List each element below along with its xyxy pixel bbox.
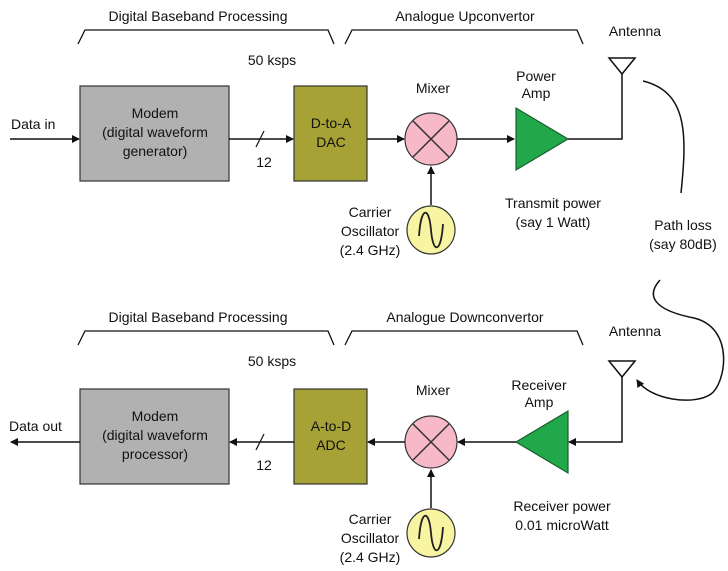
rx-oscillator-label-line-2: Oscillator bbox=[341, 530, 400, 546]
rx-analogue-brace bbox=[344, 330, 584, 346]
receiver-chain: Digital Baseband Processing Analogue Dow… bbox=[9, 309, 661, 565]
transmit-power-label-line-1: Transmit power bbox=[505, 195, 601, 211]
adc-title: A-to-D bbox=[311, 418, 351, 434]
tx-mixer-symbol bbox=[404, 112, 458, 166]
rx-modem-block bbox=[79, 388, 230, 485]
adc-block bbox=[293, 388, 368, 485]
rx-mixer-label: Mixer bbox=[416, 382, 451, 398]
rx-bus-slash bbox=[255, 433, 265, 451]
rx-antenna-icon bbox=[607, 360, 637, 379]
power-amp-label-line-1: Power bbox=[516, 68, 556, 84]
rx-bus-width: 12 bbox=[256, 457, 272, 473]
tx-digital-brace bbox=[77, 29, 335, 45]
receiver-amp-label-line-2: Amp bbox=[525, 394, 554, 410]
tx-analogue-brace bbox=[344, 29, 584, 45]
path-loss-curve-upper bbox=[642, 80, 685, 194]
tx-antenna-feed bbox=[568, 74, 623, 140]
rx-mixer-symbol bbox=[404, 415, 458, 469]
transmit-power-label-line-2: (say 1 Watt) bbox=[516, 214, 591, 230]
rx-analogue-section-label: Analogue Downconvertor bbox=[386, 309, 544, 325]
tx-modem-title: Modem bbox=[132, 105, 179, 121]
tx-oscillator-label-line-3: (2.4 GHz) bbox=[340, 242, 401, 258]
receiver-amp-label-line-1: Receiver bbox=[511, 377, 567, 393]
tx-analogue-section-label: Analogue Upconvertor bbox=[395, 8, 535, 24]
path-loss-label-line-1: Path loss bbox=[654, 217, 712, 233]
tx-modem-line-3: generator) bbox=[123, 143, 188, 159]
path-loss-label-line-2: (say 80dB) bbox=[649, 236, 717, 252]
rx-modem-line-2: (digital waveform bbox=[102, 427, 208, 443]
transmitter-chain: Digital Baseband Processing Analogue Upc… bbox=[10, 8, 661, 258]
data-in-label: Data in bbox=[11, 116, 55, 132]
tx-sample-rate: 50 ksps bbox=[248, 52, 296, 68]
radio-channel: Path loss (say 80dB) bbox=[636, 80, 725, 401]
receiver-power-label-line-1: Receiver power bbox=[513, 498, 611, 514]
tx-oscillator-label-line-1: Carrier bbox=[349, 204, 392, 220]
rx-sample-rate: 50 ksps bbox=[248, 353, 296, 369]
dac-title: D-to-A bbox=[311, 115, 352, 131]
tx-antenna-icon bbox=[607, 57, 637, 76]
path-loss-curve-lower bbox=[636, 279, 725, 401]
rx-digital-section-label: Digital Baseband Processing bbox=[109, 309, 288, 325]
power-amp-triangle bbox=[515, 106, 570, 172]
tx-mixer-label: Mixer bbox=[416, 80, 451, 96]
rx-modem-line-3: processor) bbox=[122, 446, 188, 462]
rx-digital-brace bbox=[77, 330, 335, 346]
tx-oscillator-label-line-2: Oscillator bbox=[341, 223, 400, 239]
tx-modem-line-2: (digital waveform bbox=[102, 124, 208, 140]
tx-bus-slash bbox=[255, 130, 265, 148]
rx-oscillator-label-line-3: (2.4 GHz) bbox=[340, 549, 401, 565]
dac-subtitle: DAC bbox=[316, 134, 346, 150]
tx-modem-block bbox=[79, 85, 230, 182]
rx-antenna-feed bbox=[568, 377, 623, 446]
rx-oscillator-symbol bbox=[406, 508, 456, 558]
receiver-amp-triangle bbox=[514, 409, 569, 475]
dac-block bbox=[293, 85, 368, 182]
tx-digital-section-label: Digital Baseband Processing bbox=[109, 8, 288, 24]
rx-oscillator-label-line-1: Carrier bbox=[349, 511, 392, 527]
tx-antenna-label: Antenna bbox=[609, 23, 661, 39]
tx-bus-width: 12 bbox=[256, 154, 272, 170]
rx-antenna-label: Antenna bbox=[609, 323, 661, 339]
rx-modem-title: Modem bbox=[132, 408, 179, 424]
receiver-power-label-line-2: 0.01 microWatt bbox=[515, 517, 609, 533]
power-amp-label-line-2: Amp bbox=[522, 85, 551, 101]
data-out-label: Data out bbox=[9, 418, 62, 434]
adc-subtitle: ADC bbox=[316, 437, 346, 453]
tx-oscillator-symbol bbox=[406, 205, 456, 255]
